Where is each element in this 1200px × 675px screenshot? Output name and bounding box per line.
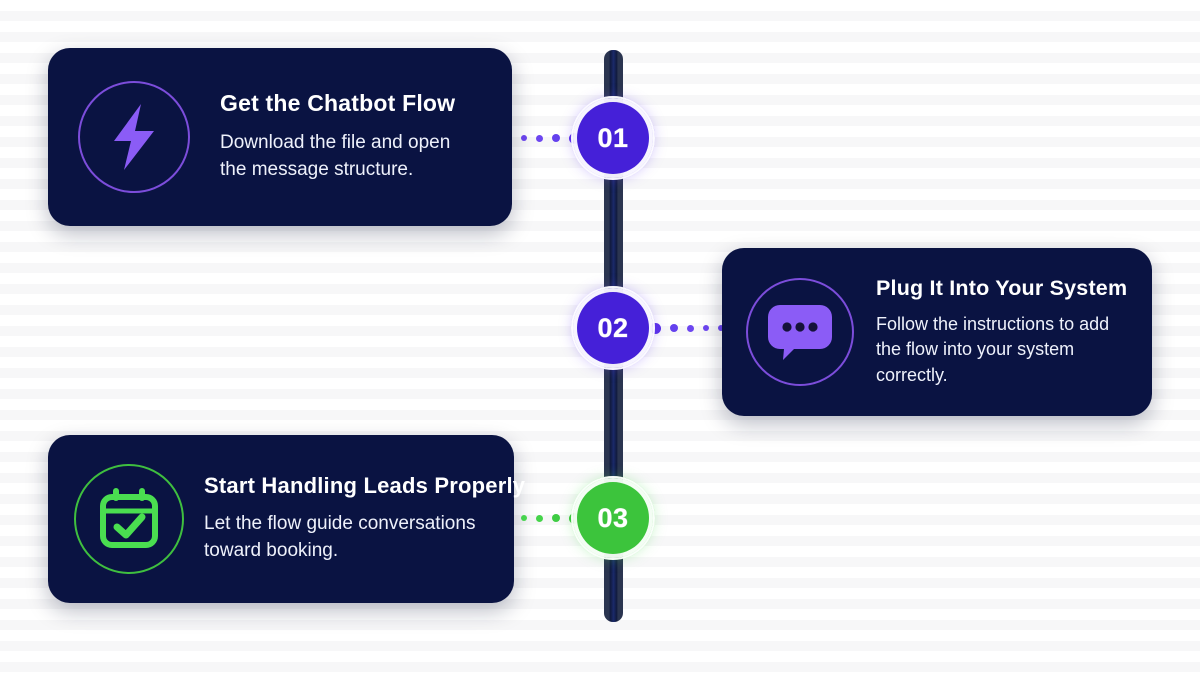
connector-dot [650, 322, 661, 334]
step-card-02[interactable]: Plug It Into Your System Follow the inst… [722, 248, 1152, 416]
step-card-03-title: Start Handling Leads Properly [204, 473, 526, 499]
step-card-01[interactable]: Get the Chatbot Flow Download the file a… [48, 48, 512, 226]
step-badge-03-ring [571, 476, 655, 560]
step-badge-02-number: 02 [597, 312, 629, 343]
step-card-01-title: Get the Chatbot Flow [220, 90, 456, 117]
connector-dot [521, 135, 527, 141]
connector-dot [521, 515, 527, 521]
step-card-02-text: Plug It Into Your System Follow the inst… [876, 276, 1132, 388]
speech-bubble-dots-icon [746, 278, 854, 386]
step-card-02-title: Plug It Into Your System [876, 275, 1128, 300]
step-badge-03[interactable]: 03 [571, 476, 655, 560]
step-badge-01-ring [571, 96, 655, 180]
step-card-03-description: Let the flow guide conversations toward … [204, 512, 476, 561]
connector-dot [552, 514, 560, 522]
step-badge-01-number: 01 [597, 122, 629, 153]
connector-dot [536, 514, 543, 522]
step-badge-02-ring [571, 286, 655, 370]
step-badge-01[interactable]: 01 [571, 96, 655, 180]
connector-dot [687, 324, 694, 332]
step-card-02-description: Follow the instructions to add the flow … [876, 313, 1110, 385]
calendar-check-icon [74, 464, 184, 574]
connector-step-02 [650, 321, 740, 335]
connector-dot [536, 134, 543, 142]
lightning-bolt-icon [78, 81, 190, 193]
step-card-01-text: Get the Chatbot Flow Download the file a… [220, 90, 455, 183]
connector-dot [552, 134, 560, 142]
connector-dot [703, 325, 709, 331]
connector-dot [670, 324, 678, 332]
step-card-03[interactable]: Start Handling Leads Properly Let the fl… [48, 435, 525, 603]
step-badge-03-number: 03 [597, 502, 629, 533]
step-card-03-text: Start Handling Leads Properly Let the fl… [204, 473, 525, 564]
step-badge-02[interactable]: 02 [571, 286, 655, 370]
step-card-01-description: Download the file and open the message s… [220, 131, 451, 180]
connector-dot [718, 325, 724, 331]
connector-step-01 [507, 131, 580, 145]
